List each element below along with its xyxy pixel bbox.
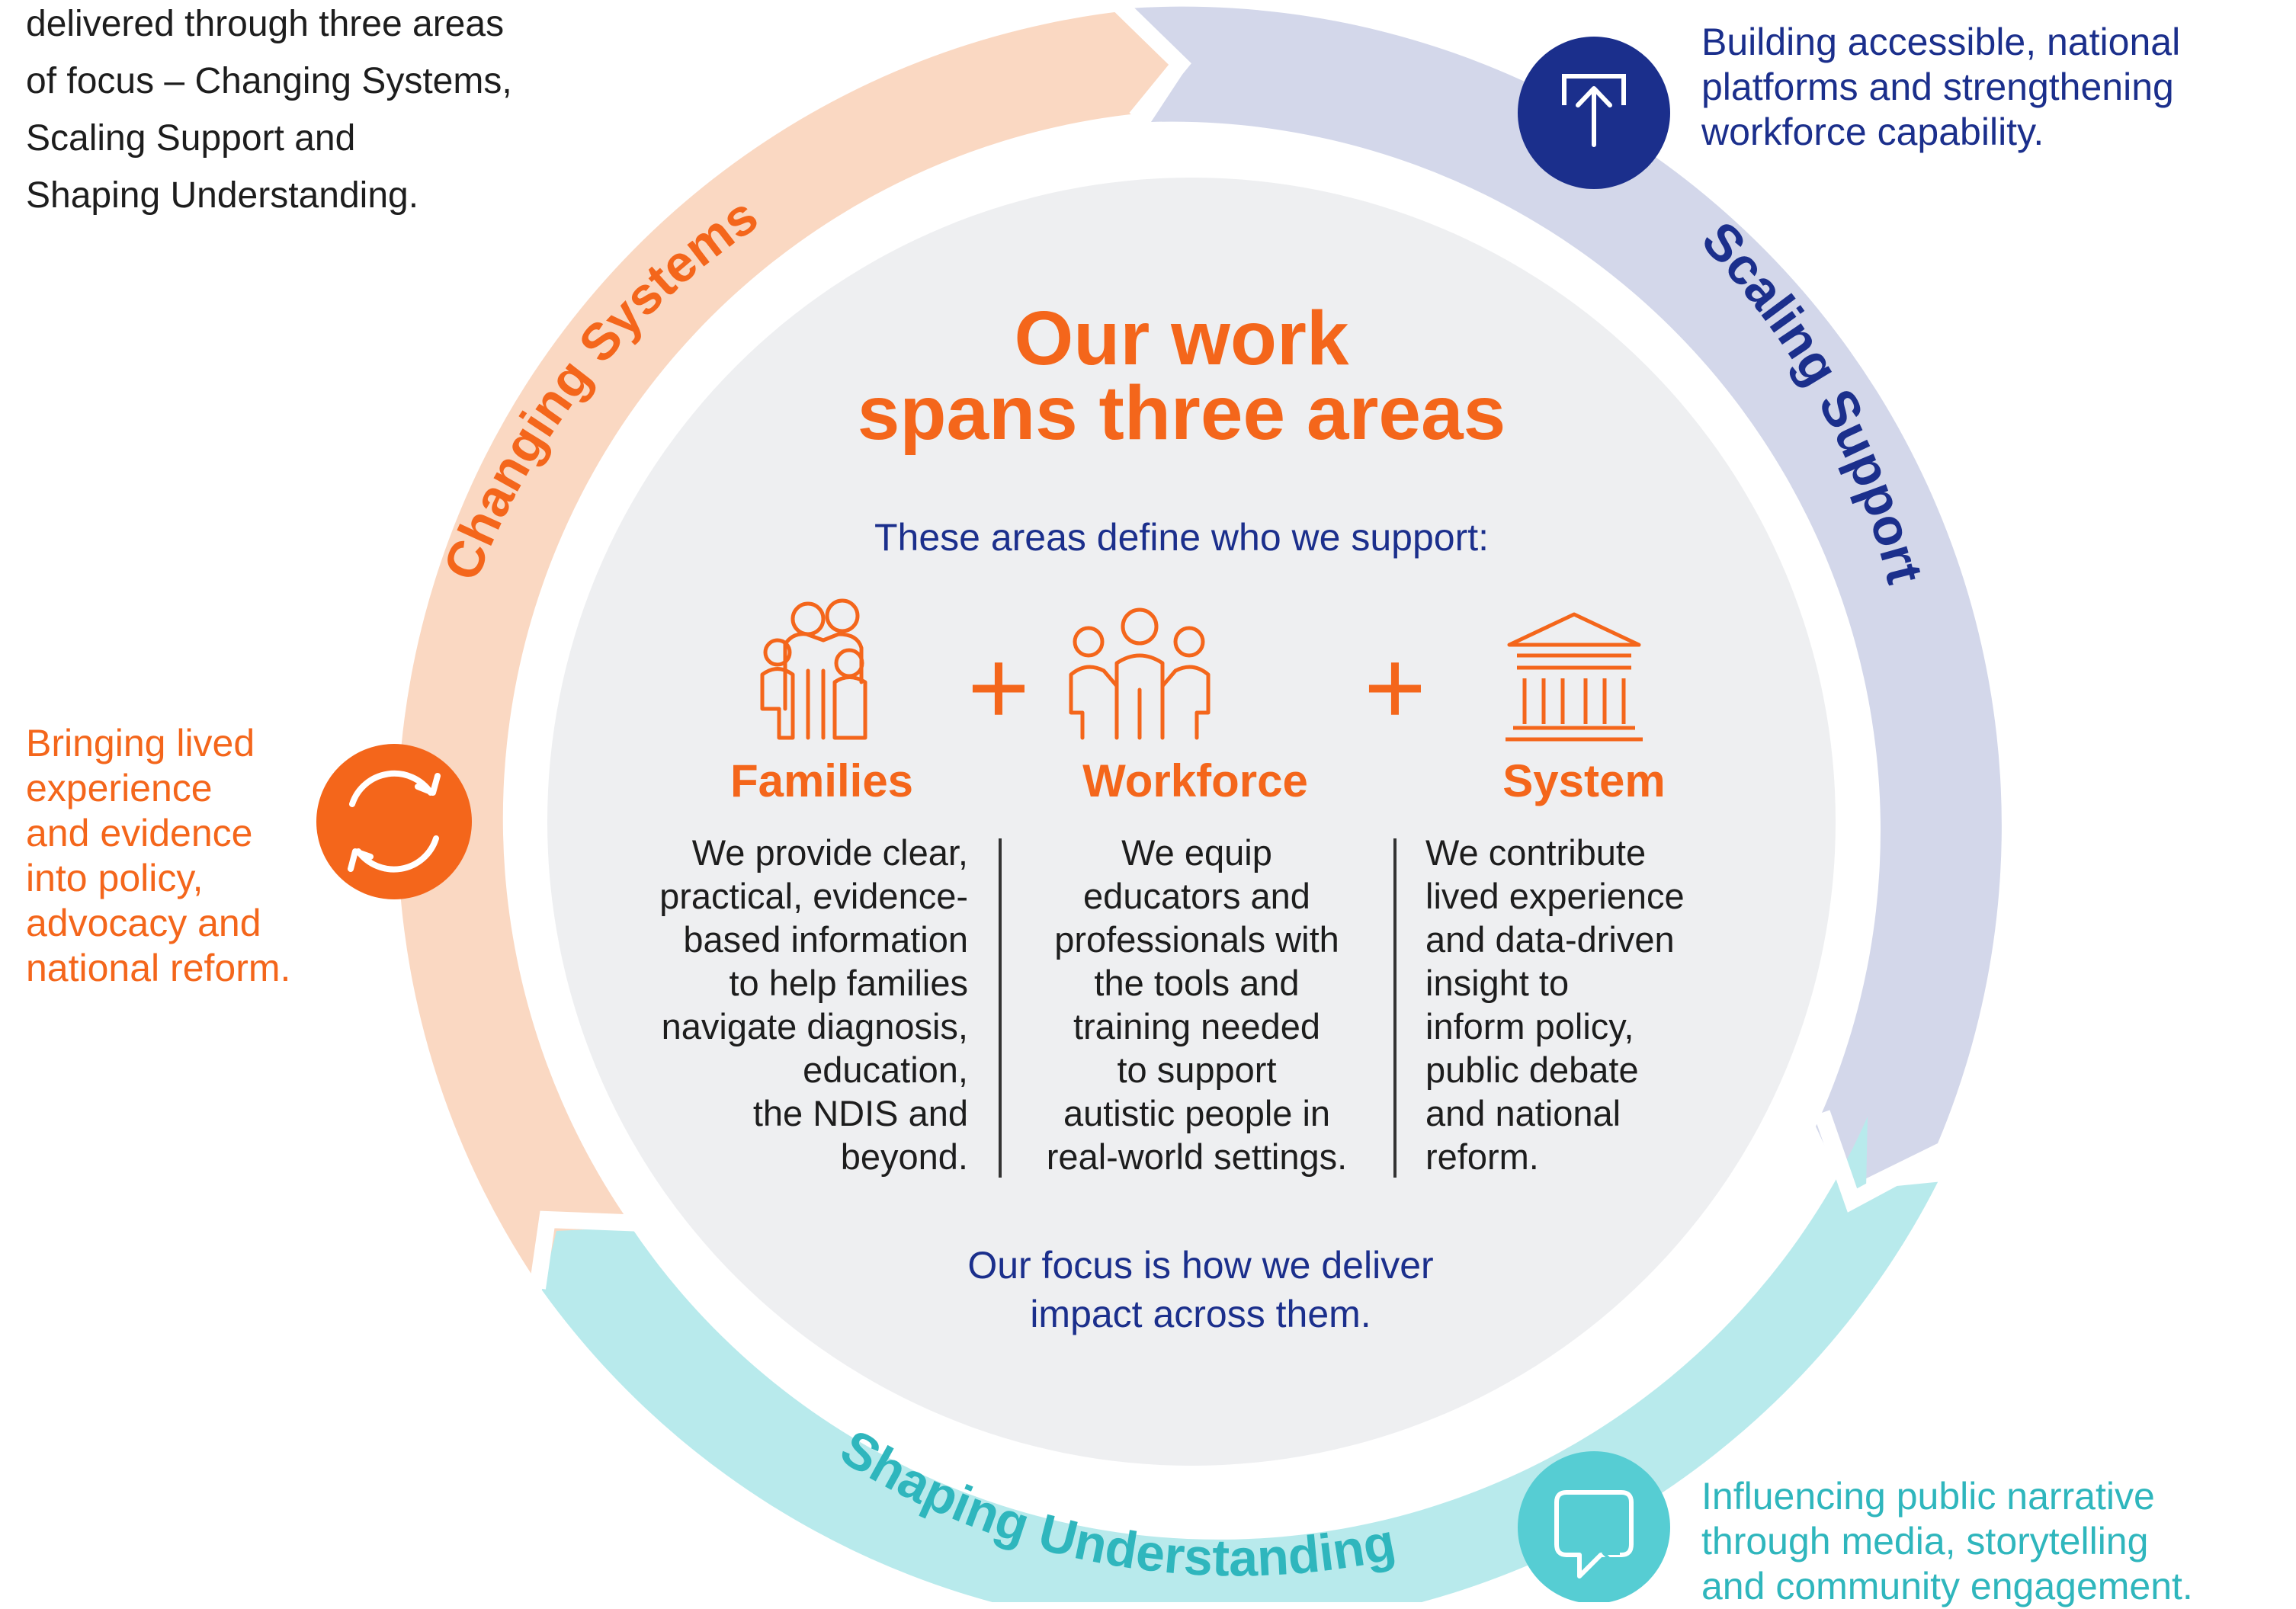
families-title: Families	[730, 755, 914, 806]
areas-intro: These areas define who we support:	[874, 516, 1490, 559]
scaling-support-description: Building accessible, national platforms …	[1701, 21, 2181, 153]
workforce-title: Workforce	[1082, 755, 1308, 806]
plus-sign: +	[1364, 627, 1426, 747]
family-icon	[760, 598, 867, 740]
changing-systems-segment	[397, 8, 1179, 1276]
scaling-support-segment	[1128, 6, 2002, 1189]
system-description: We contribute lived experience and data-…	[1425, 832, 1685, 1177]
speech-bubble-icon	[1518, 1451, 1670, 1602]
families-description: We provide clear, practical, evidence- b…	[659, 832, 968, 1177]
refresh-icon	[316, 744, 472, 899]
changing-systems-description: Bringing lived experience and evidence i…	[26, 722, 291, 989]
upload-arrow-icon	[1518, 37, 1670, 189]
building-icon	[1506, 612, 1643, 742]
center-title: Our work spans three areas	[857, 296, 1506, 456]
plus-sign: +	[967, 627, 1030, 747]
intro-text: delivered through three areas of focus –…	[26, 4, 512, 216]
workforce-icon	[1069, 607, 1211, 740]
shaping-understanding-description: Influencing public narrative through med…	[1701, 1475, 2193, 1607]
inner-circle	[547, 178, 1836, 1466]
system-title: System	[1502, 755, 1666, 806]
workforce-description: We equip educators and professionals wit…	[1046, 832, 1348, 1177]
focus-statement: Our focus is how we deliver impact acros…	[967, 1244, 1434, 1335]
